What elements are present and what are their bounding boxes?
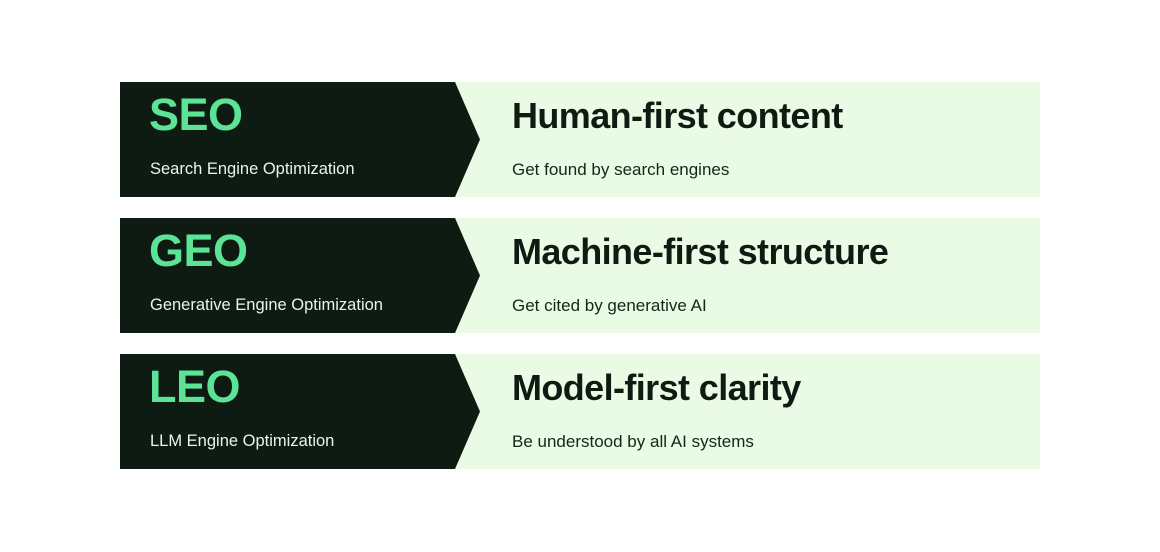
acronym-panel-leo: LEO LLM Engine Optimization [120, 354, 480, 469]
acronym-label-geo: GEO [149, 225, 248, 276]
acronym-expansion-leo: LLM Engine Optimization [150, 432, 335, 450]
comparison-row-leo: LEO LLM Engine Optimization Model-first … [120, 354, 1040, 469]
acronym-label-leo: LEO [149, 361, 241, 412]
comparison-infographic: SEO Search Engine Optimization Human-fir… [120, 82, 1040, 469]
subline-geo: Get cited by generative AI [512, 296, 707, 315]
comparison-row-seo: SEO Search Engine Optimization Human-fir… [120, 82, 1040, 197]
headline-geo: Machine-first structure [512, 231, 889, 272]
comparison-row-geo: GEO Generative Engine Optimization Machi… [120, 218, 1040, 333]
subline-leo: Be understood by all AI systems [512, 432, 754, 451]
acronym-label-seo: SEO [149, 89, 243, 140]
acronym-expansion-geo: Generative Engine Optimization [150, 296, 383, 314]
headline-seo: Human-first content [512, 95, 843, 136]
description-panel-leo: Model-first clarity Be understood by all… [512, 354, 1040, 469]
acronym-panel-geo: GEO Generative Engine Optimization [120, 218, 480, 333]
description-panel-seo: Human-first content Get found by search … [512, 82, 1040, 197]
acronym-panel-seo: SEO Search Engine Optimization [120, 82, 480, 197]
headline-leo: Model-first clarity [512, 367, 801, 408]
subline-seo: Get found by search engines [512, 160, 730, 179]
description-panel-geo: Machine-first structure Get cited by gen… [512, 218, 1040, 333]
acronym-expansion-seo: Search Engine Optimization [150, 160, 355, 178]
